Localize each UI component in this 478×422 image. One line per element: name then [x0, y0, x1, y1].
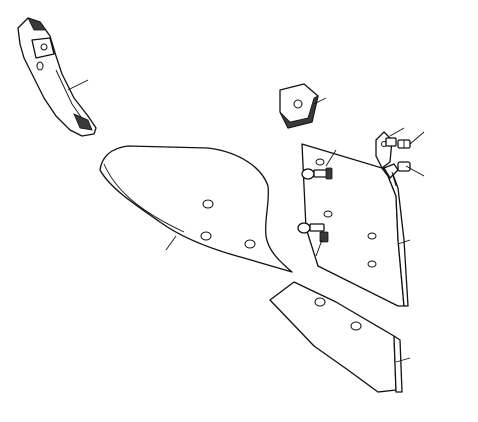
- bolt-centre-a: [301, 149, 337, 180]
- wear-block: [279, 83, 327, 129]
- landside-plate: [301, 143, 411, 307]
- mouldboard: [99, 145, 293, 273]
- callout-landside-plate: [397, 239, 411, 245]
- callout-share-blade: [395, 357, 411, 363]
- bolt-upper-a: [375, 127, 405, 169]
- bolt-upper-c: [383, 161, 425, 187]
- bolt-upper-b: [397, 131, 425, 149]
- share-blade: [269, 281, 411, 393]
- callout-mouldboard: [165, 235, 177, 251]
- frog-bracket: [17, 17, 97, 137]
- callout-frog-bracket: [67, 79, 89, 91]
- bolt-centre-b: [297, 222, 329, 257]
- callout-wear-block: [313, 97, 327, 105]
- bolt-set: [297, 127, 425, 257]
